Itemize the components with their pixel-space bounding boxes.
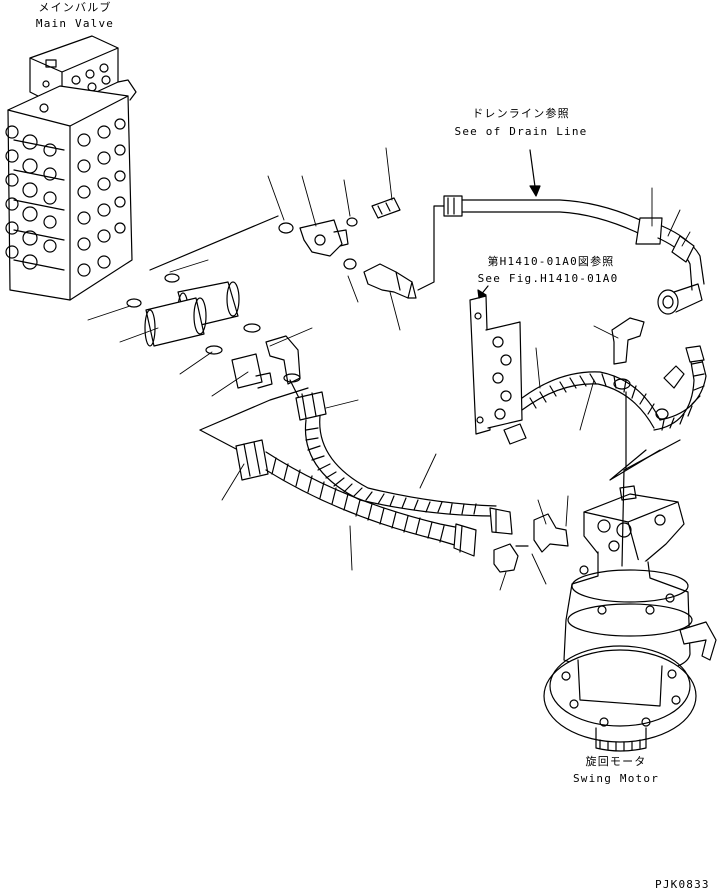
spool-caps: [5, 125, 57, 270]
o-ring-1: [164, 273, 180, 283]
pilot-hoses: [521, 317, 707, 481]
swing-motor-label-jp: 旋回モータ: [585, 755, 647, 768]
o-ring-6: [346, 217, 358, 227]
leader-lines: [87, 147, 691, 591]
swing-hose-upper: [295, 391, 513, 535]
motor-fittings: [493, 513, 569, 573]
drawing-code: PJK0833: [655, 878, 710, 891]
adapter-small: [231, 353, 273, 389]
swing-motor-label-en: Swing Motor: [572, 772, 660, 785]
o-ring-9: [655, 408, 669, 420]
swing-motor-assembly: [543, 439, 717, 752]
upper-fittings: [278, 197, 417, 299]
fig-ref-label-jp: 第H1410-01A0図参照: [487, 255, 615, 268]
valve-ports: [77, 118, 126, 277]
o-ring-2: [243, 323, 261, 333]
o-ring-4: [205, 345, 223, 355]
bracket-assembly: [469, 295, 527, 445]
drain-line-label-jp: ドレンライン参照: [472, 107, 570, 120]
o-ring-5: [278, 222, 294, 234]
o-ring-7: [343, 258, 357, 270]
main-valve-label-jp: メインバルブ: [38, 1, 112, 14]
drain-line-label-en: See of Drain Line: [454, 125, 588, 138]
drain-line-hose: [417, 195, 705, 315]
o-ring-3: [126, 298, 142, 308]
main-valve-label-en: Main Valve: [35, 17, 115, 30]
main-valve-assembly: [5, 35, 137, 301]
valve-fittings: [126, 215, 309, 451]
swing-hose-lower: [235, 439, 477, 557]
fig-ref-label-en: See Fig.H1410-01A0: [477, 272, 619, 285]
ref-arrows: [477, 149, 541, 299]
adapter-lower: [144, 297, 207, 347]
